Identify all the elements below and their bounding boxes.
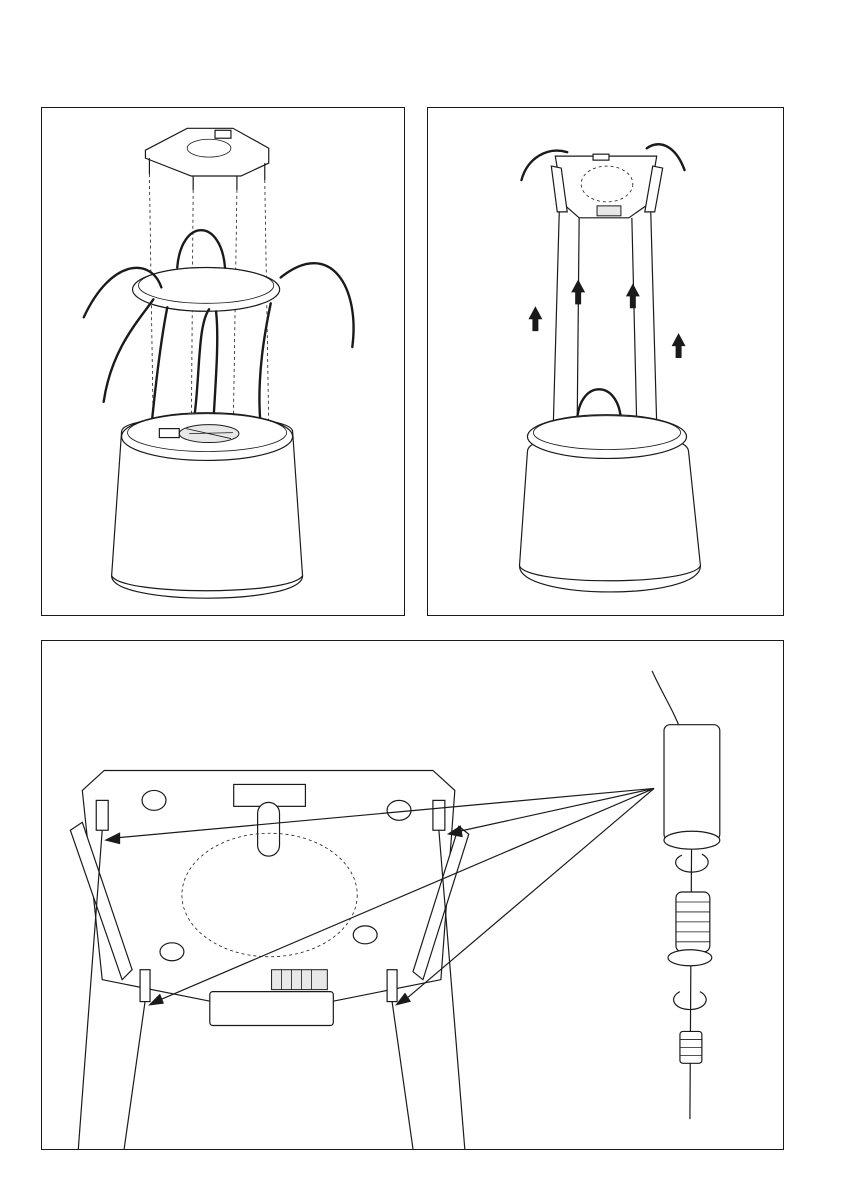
cable-clamp <box>680 1031 702 1063</box>
pin-back-left <box>140 970 150 1002</box>
threaded-connector <box>676 892 710 952</box>
lamp-base <box>519 415 700 592</box>
pin-front-right <box>433 800 445 830</box>
assembly-diagram-step-2 <box>428 108 783 615</box>
suspension-cables <box>553 212 656 429</box>
assembly-diagram-step-1 <box>42 108 404 615</box>
up-arrow-icon <box>626 283 640 308</box>
keyhole-slot <box>387 800 411 820</box>
keyhole-slot <box>353 926 377 944</box>
pin-front-left <box>96 800 108 830</box>
lamp-base <box>112 413 303 598</box>
up-arrow-icon <box>571 279 585 304</box>
panel-assembly-step-1 <box>41 107 405 616</box>
cable-sleeve <box>664 725 720 841</box>
keyhole-slot <box>142 790 166 810</box>
keyhole-slot <box>160 943 184 961</box>
up-arrow-icons <box>528 279 685 358</box>
up-arrow-icon <box>672 333 686 358</box>
pin-back-right <box>387 970 397 1002</box>
cables <box>84 230 354 436</box>
rotate-arrow-icon <box>674 992 707 1010</box>
cable-fixing-detail <box>652 671 720 1119</box>
panel-cable-fixing-detail <box>41 640 784 1150</box>
panel-assembly-step-2 <box>427 107 784 616</box>
terminal-block <box>272 970 328 990</box>
detail-diagram <box>42 641 783 1149</box>
up-arrow-icon <box>528 306 542 331</box>
mounting-plate <box>551 154 662 218</box>
mounting-plate <box>145 128 268 190</box>
terminal-housing <box>210 992 334 1026</box>
